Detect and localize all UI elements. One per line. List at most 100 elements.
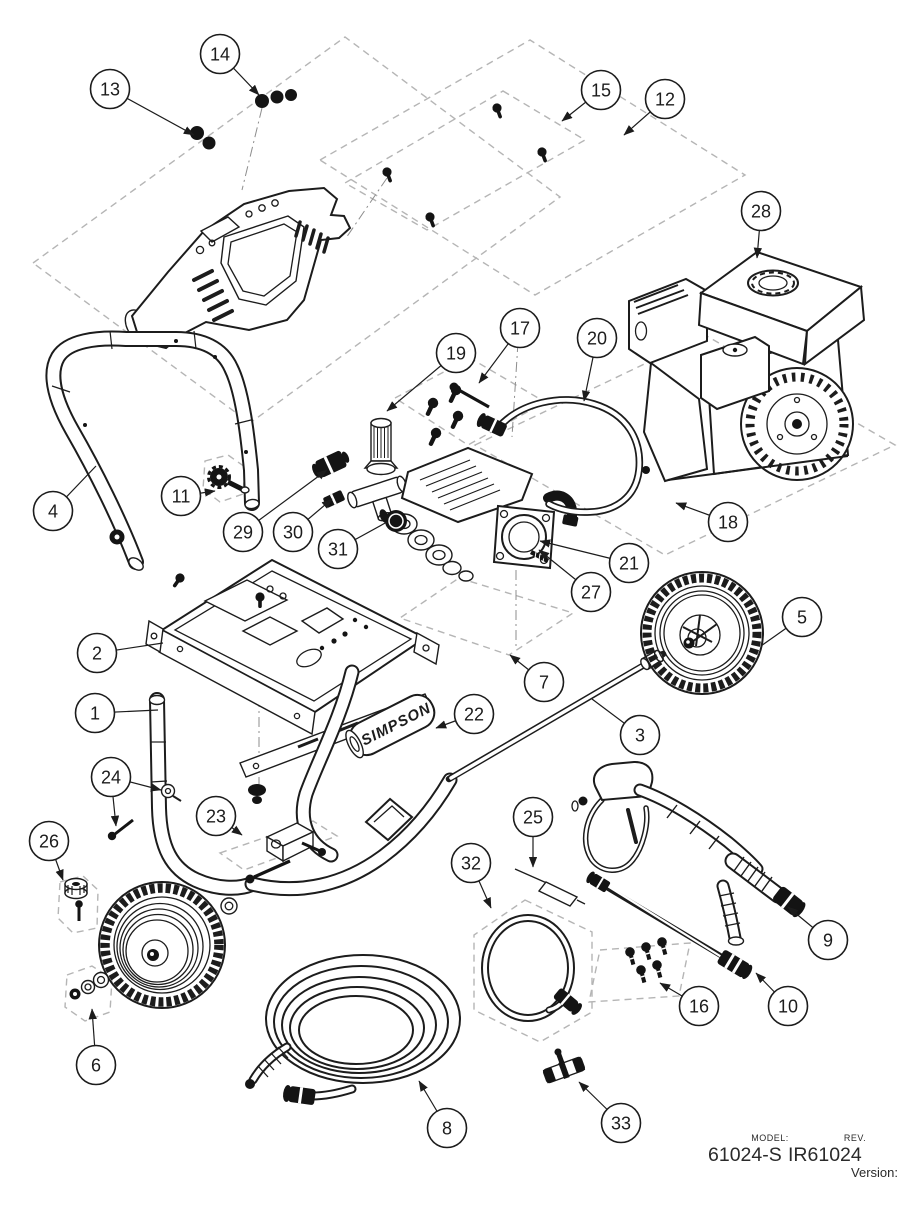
- high-pressure-outlet-hose: [476, 396, 644, 516]
- callout-number: 15: [591, 81, 611, 101]
- callout-number: 28: [751, 202, 771, 222]
- callout-25: 25: [512, 796, 554, 868]
- callout-balloon: [580, 69, 622, 111]
- callout-27: 27: [538, 549, 612, 613]
- callout-number: 3: [635, 726, 645, 746]
- callout-5: 5: [760, 596, 823, 647]
- callout-number: 6: [91, 1056, 101, 1076]
- pump-bolts: [422, 382, 490, 448]
- panel-screws: [381, 102, 551, 229]
- callout-number: 33: [611, 1114, 631, 1134]
- callout-balloon: [89, 68, 131, 110]
- callout-balloon: [272, 511, 314, 553]
- callout-22: 22: [435, 693, 495, 735]
- rev-value: IR61024: [788, 1144, 862, 1166]
- callout-7: 7: [509, 654, 565, 703]
- callout-balloon: [426, 1107, 468, 1149]
- callout-23: 23: [195, 795, 243, 837]
- frame-plate: [145, 558, 440, 804]
- callout-26: 26: [28, 820, 70, 881]
- callouts: 1234567891011121314151617181920212223242…: [28, 33, 849, 1149]
- callout-number: 26: [39, 832, 59, 852]
- callout-balloon: [707, 501, 749, 543]
- callout-14: 14: [199, 33, 260, 96]
- clamp-and-bolt: [107, 783, 182, 841]
- callout-8: 8: [418, 1080, 468, 1149]
- callout-18: 18: [675, 501, 749, 543]
- callout-number: 11: [172, 487, 191, 507]
- callout-number: 14: [210, 45, 230, 65]
- callout-20: 20: [576, 317, 618, 402]
- callout-balloon: [570, 571, 612, 613]
- callout-31: 31: [317, 521, 388, 570]
- callout-number: 20: [587, 329, 607, 349]
- callout-number: 5: [797, 608, 807, 628]
- callout-16: 16: [659, 982, 720, 1027]
- callout-number: 18: [718, 513, 738, 533]
- callout-number: 31: [328, 540, 348, 560]
- callout-number: 2: [92, 644, 102, 664]
- callout-28: 28: [740, 190, 782, 259]
- hinge-block-kit: [245, 822, 326, 884]
- callout-balloon: [453, 693, 495, 735]
- callout-32: 32: [450, 842, 492, 909]
- callout-balloon: [512, 796, 554, 838]
- callout-number: 9: [823, 931, 833, 951]
- callout-balloon: [644, 78, 686, 120]
- callout-number: 4: [48, 502, 58, 522]
- callout-number: 27: [581, 583, 601, 603]
- rev-label: REV.: [844, 1133, 866, 1143]
- callout-number: 19: [446, 344, 466, 364]
- callout-1: 1: [74, 692, 159, 734]
- callout-15: 15: [561, 69, 622, 122]
- callout-30: 30: [272, 498, 333, 553]
- callout-19: 19: [386, 332, 477, 412]
- callout-number: 12: [655, 90, 675, 110]
- callout-24: 24: [90, 756, 162, 827]
- callout-number: 30: [283, 523, 303, 543]
- engine: [628, 250, 866, 483]
- callout-balloon: [28, 820, 70, 862]
- callout-number: 23: [206, 807, 226, 827]
- handlebar: [45, 330, 260, 571]
- callout-number: 29: [233, 523, 253, 543]
- callout-balloon: [160, 475, 202, 517]
- callout-balloon: [74, 692, 116, 734]
- callout-balloon: [75, 1044, 117, 1086]
- control-panel: [124, 186, 352, 350]
- callout-balloon: [317, 528, 359, 570]
- wheel-cap-bolt: [64, 877, 88, 921]
- callout-29: 29: [222, 469, 328, 553]
- callout-number: 7: [539, 673, 549, 693]
- callout-number: 32: [461, 854, 481, 874]
- callout-balloon: [678, 985, 720, 1027]
- callout-9: 9: [787, 906, 849, 961]
- callout-balloon: [576, 317, 618, 359]
- version-label: Version:: [851, 1165, 898, 1180]
- model-label: MODEL:: [751, 1133, 789, 1143]
- callout-balloon: [619, 714, 661, 756]
- callout-number: 21: [619, 554, 639, 574]
- callout-2: 2: [76, 632, 164, 674]
- pump-assembly: [379, 446, 579, 582]
- callout-12: 12: [623, 78, 686, 136]
- callout-balloon: [767, 985, 809, 1027]
- callout-balloon: [435, 332, 477, 374]
- callout-balloon: [450, 842, 492, 884]
- callout-number: 25: [523, 808, 543, 828]
- nozzle-set: [625, 937, 668, 984]
- handle-knob: [207, 465, 250, 494]
- wheel-left: [98, 881, 226, 1009]
- callout-balloon: [523, 661, 565, 703]
- spray-gun: [571, 760, 806, 946]
- callout-number: 8: [442, 1119, 452, 1139]
- callout-balloon: [499, 307, 541, 349]
- callout-17: 17: [478, 307, 541, 384]
- callout-balloon: [781, 596, 823, 638]
- callout-number: 17: [510, 319, 530, 339]
- model-value: 61024-S: [708, 1144, 782, 1166]
- callout-balloon: [807, 919, 849, 961]
- callout-balloon: [222, 511, 264, 553]
- callout-balloon: [90, 756, 132, 798]
